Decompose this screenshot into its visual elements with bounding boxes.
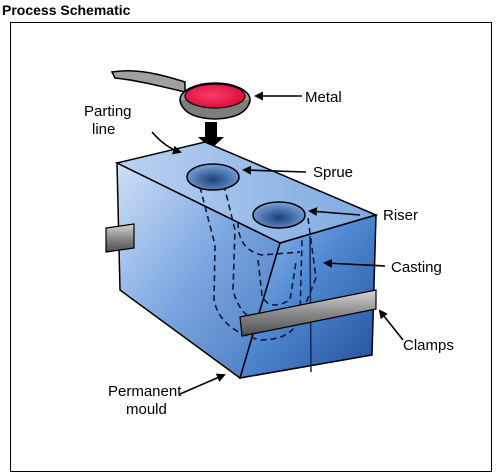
molten-metal xyxy=(184,83,246,109)
label-clamps: Clamps xyxy=(403,337,454,354)
label-permanent-mould-1: Permanent xyxy=(108,383,182,400)
label-casting: Casting xyxy=(391,259,442,276)
riser-opening xyxy=(252,201,306,229)
label-sprue: Sprue xyxy=(313,164,353,181)
label-parting-line-2: line xyxy=(92,121,115,138)
pour-arrow xyxy=(198,122,224,149)
clamps xyxy=(105,223,377,337)
label-parting-line-1: Parting xyxy=(84,103,132,120)
label-permanent-mould-2: mould xyxy=(126,401,167,418)
diagram-frame xyxy=(10,22,492,472)
page-title: Process Schematic xyxy=(2,2,131,18)
label-metal: Metal xyxy=(305,89,342,106)
sprue-opening xyxy=(186,163,240,191)
leader-lines xyxy=(151,91,404,395)
ladle xyxy=(110,69,251,120)
label-riser: Riser xyxy=(383,207,418,224)
